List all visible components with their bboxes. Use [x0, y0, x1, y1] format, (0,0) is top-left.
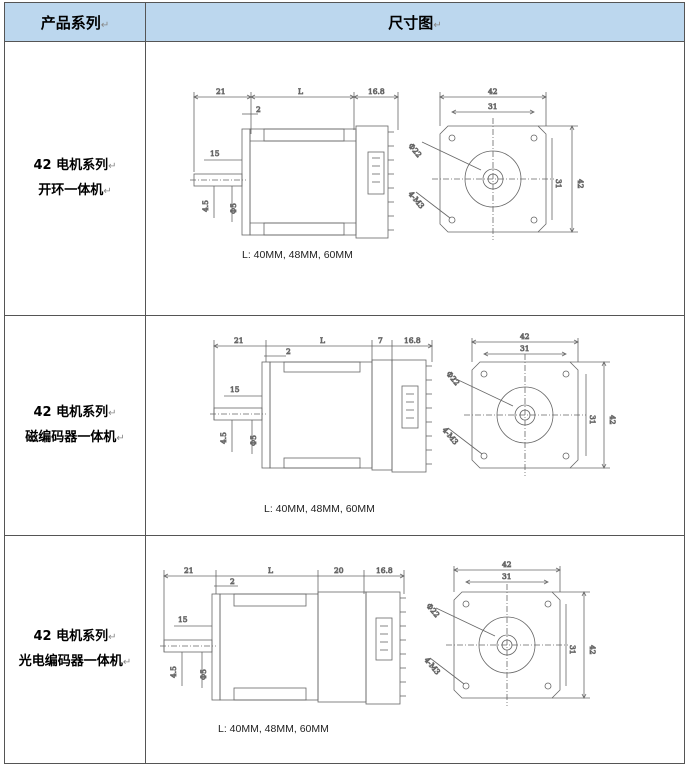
front-view: 42 31 Φ22 4-M3 [440, 332, 617, 476]
header-dimension-drawing: 尺寸图↵ [145, 2, 685, 42]
dim-42-side: 42 [576, 179, 585, 189]
dim-4-m3: 4-M3 [422, 656, 442, 677]
dim-2: 2 [230, 577, 235, 586]
dim-phi22: Φ22 [444, 370, 461, 388]
dim-2: 2 [256, 105, 261, 114]
connector [401, 385, 419, 429]
dim-20: 20 [334, 566, 344, 575]
dim-l: L [298, 87, 303, 96]
series-line-2: 开环一体机↵ [38, 182, 112, 198]
dim-16-8: 16.8 [404, 336, 421, 345]
side-view: 21 L 16.8 2 [190, 87, 399, 239]
drawing-cell: 21 L 7 16.8 2 [145, 315, 685, 536]
dim-7: 7 [378, 336, 383, 345]
drawing-cell: 21 L 16.8 2 [145, 41, 685, 316]
connector [375, 617, 393, 661]
dim-31-top: 31 [520, 344, 530, 353]
side-view: 21 L 7 16.8 2 [210, 336, 433, 473]
front-flange [261, 361, 271, 469]
dim-42-side: 42 [588, 645, 597, 655]
connector [367, 151, 385, 195]
drawing-cell: 21 L 20 16.8 2 [145, 535, 685, 764]
series-name-cell: 42 电机系列↵ 磁编码器一体机↵ [4, 315, 146, 536]
front-view: 42 31 Φ22 4-M3 [422, 560, 597, 706]
series-line-2: 光电编码器一体机↵ [18, 653, 132, 669]
dim-phi5: Φ5 [229, 203, 238, 214]
dim-16-8: 16.8 [376, 566, 393, 575]
dim-15: 15 [178, 615, 188, 624]
dim-phi5: Φ5 [199, 669, 208, 680]
dim-21: 21 [216, 87, 226, 96]
front-flange [241, 128, 251, 236]
length-caption: L: 40MM, 48MM, 60MM [218, 723, 329, 735]
dim-15: 15 [230, 385, 240, 394]
dim-42-side: 42 [608, 415, 617, 425]
driver-board [355, 125, 389, 239]
dim-l: L [268, 566, 273, 575]
motor-drawing: 21 L 7 16.8 2 [210, 332, 617, 515]
series-line-2: 磁编码器一体机↵ [25, 429, 125, 445]
length-caption: L: 40MM, 48MM, 60MM [264, 503, 375, 515]
dim-phi22: Φ22 [424, 602, 441, 620]
dim-42-top: 42 [502, 560, 512, 569]
front-view: 42 31 Φ22 4-M3 [406, 87, 585, 240]
motor-drawing: 21 L 16.8 2 [190, 87, 585, 261]
series-line-1: 42 电机系列↵ [33, 628, 117, 644]
dim-42-top: 42 [488, 87, 498, 96]
dim-31-side: 31 [554, 179, 563, 189]
dim-2: 2 [286, 347, 291, 356]
series-name-cell: 42 电机系列↵ 开环一体机↵ [4, 41, 146, 316]
dim-4-5: 4.5 [169, 666, 178, 678]
dim-21: 21 [184, 566, 194, 575]
encoder-section [317, 591, 367, 703]
series-line-1: 42 电机系列↵ [33, 404, 117, 420]
table-row: 42 电机系列↵ 开环一体机↵ 21 L 16.8 2 [4, 41, 685, 316]
table-row: 42 电机系列↵ 磁编码器一体机↵ 21 L 7 16.8 2 [4, 315, 685, 536]
motor-body [249, 128, 357, 236]
dim-4-m3: 4-M3 [406, 190, 426, 211]
driver-board [365, 591, 401, 705]
length-caption: L: 40MM, 48MM, 60MM [242, 249, 353, 261]
motor-body [269, 361, 373, 469]
dim-21: 21 [234, 336, 244, 345]
motor-body [219, 593, 319, 701]
dim-15: 15 [210, 149, 220, 158]
dim-4-m3: 4-M3 [440, 426, 460, 447]
series-line-1: 42 电机系列↵ [33, 157, 117, 173]
product-dimension-table: 产品系列↵ 尺寸图↵ 42 电机系列↵ 开环一体机↵ 21 L [4, 2, 685, 764]
dim-31-side: 31 [568, 645, 577, 655]
front-flange [211, 593, 221, 701]
series-name-cell: 42 电机系列↵ 光电编码器一体机↵ [4, 535, 146, 764]
dim-42-top: 42 [520, 332, 530, 341]
dim-16-8: 16.8 [368, 87, 385, 96]
header-product-series: 产品系列↵ [4, 2, 146, 42]
side-view: 21 L 20 16.8 2 [160, 566, 406, 705]
motor-drawing: 21 L 20 16.8 2 [160, 560, 597, 735]
dim-4-5: 4.5 [219, 432, 228, 444]
table-row: 42 电机系列↵ 光电编码器一体机↵ 21 L 20 16.8 2 [4, 535, 685, 764]
dim-phi5: Φ5 [249, 435, 258, 446]
dim-31-side: 31 [588, 415, 597, 425]
dim-31-top: 31 [488, 102, 498, 111]
dim-31-top: 31 [502, 572, 512, 581]
encoder-section [371, 359, 393, 471]
dim-phi22: Φ22 [406, 142, 423, 160]
dim-4-5: 4.5 [201, 200, 210, 212]
dim-l: L [320, 336, 325, 345]
table-header-row: 产品系列↵ 尺寸图↵ [4, 2, 685, 42]
driver-board [391, 359, 427, 473]
